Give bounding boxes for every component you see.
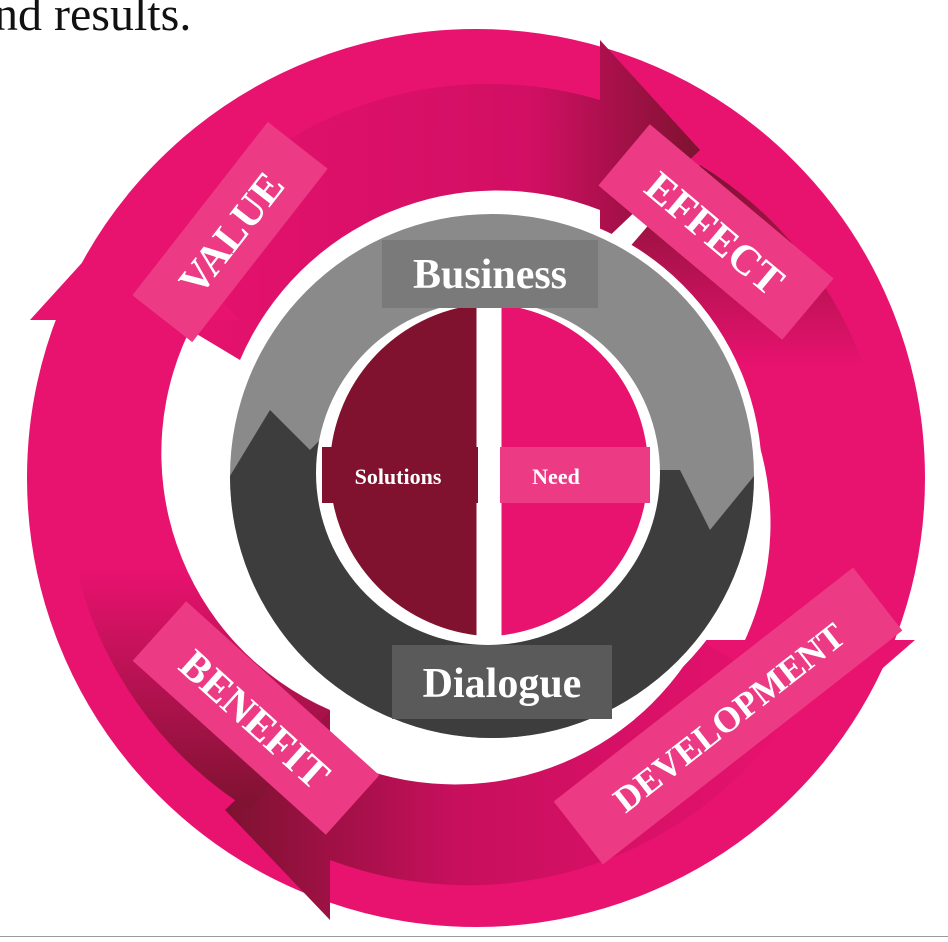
- solutions-label-box: [322, 447, 478, 503]
- business-label-box: [382, 240, 598, 308]
- heading-fragment: nd results.: [0, 0, 191, 41]
- dialogue-label-box: [392, 645, 612, 719]
- arrow-left: [30, 210, 330, 810]
- arrow-bottom: [225, 640, 800, 920]
- need-label: Need: [532, 464, 580, 489]
- dialogue-label: Dialogue: [423, 661, 582, 707]
- need-label-box: [500, 447, 650, 503]
- arrow-top: [140, 40, 700, 360]
- business-label: Business: [413, 252, 567, 298]
- solutions-label: Solutions: [355, 464, 442, 489]
